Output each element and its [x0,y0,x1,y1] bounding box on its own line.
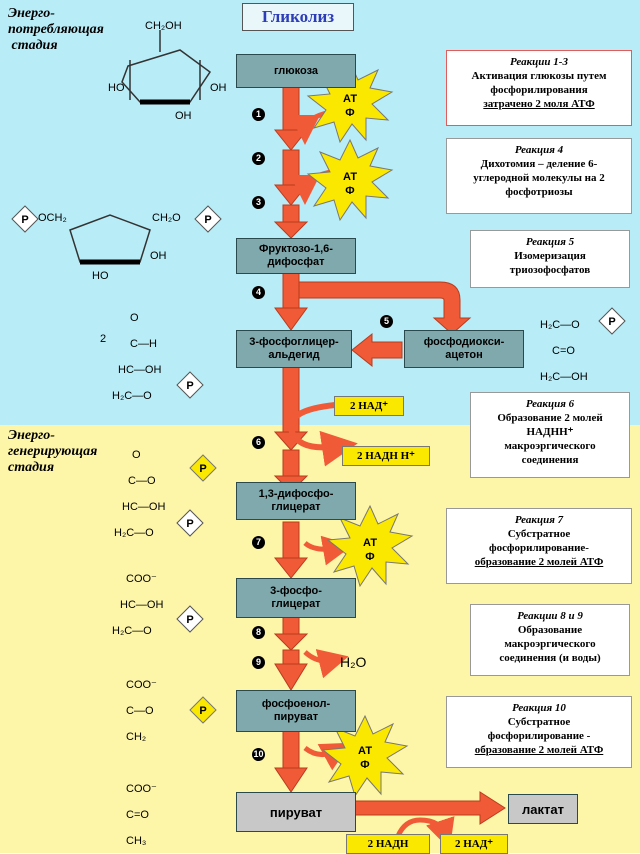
step-6: 6 [252,436,265,449]
bpg-structure: O C—O HC—OH H₂C—O [114,449,166,539]
dhap-structure: H₂C—O C=O H₂C—OH [540,319,588,383]
step-10: 10 [252,748,265,761]
pg3-structure: COO⁻ HC—OH H₂C—O [112,573,164,637]
stage-generating: Энерго- генерирующая стадия [8,428,98,475]
reaction-10-box: Реакция 10 Субстратное фосфорилирование … [446,696,632,768]
atp-star-2 [306,138,394,222]
nadh-bottom-badge: 2 НАДН [346,834,430,854]
reaction-4-box: Реакция 4 Дихотомия – деление 6- углерод… [446,138,632,214]
step-9: 9 [252,656,265,669]
atp-label-3: АТ Ф [362,537,378,563]
phosphate-label: P [21,214,28,226]
step-8: 8 [252,626,265,639]
atp-star-3 [326,504,414,588]
glucose-oh2: OH [175,110,192,122]
reaction-1-3-box: Реакции 1-3 Активация глюкозы путем фосф… [446,50,632,126]
glucose-structure [121,30,212,105]
glucose-box: глюкоза [236,54,356,88]
pyruvate-box: пируват [236,792,356,832]
step-7: 7 [252,536,265,549]
fbp-oh: OH [150,250,167,262]
svg-text:P: P [186,518,193,530]
bpg-box: 1,3-дифосфо- глицерат [236,482,356,520]
step-5: 5 [380,315,393,328]
stage-consuming: Энерго- потребляющая стадия [8,6,104,53]
pep-structure: COO⁻ C—O CH₂ [126,679,157,743]
atp-label-1: АТ Ф [342,93,358,119]
g3p-num: 2 [100,333,107,345]
pg3-box: 3-фосфо- глицерат [236,578,356,618]
reaction-7-box: Реакция 7 Субстратное фосфорилирование- … [446,508,632,584]
dhap-box: фосфодиокси- ацетон [404,330,524,368]
glucose-oh: OH [210,82,227,94]
fbp-box: Фруктозо-1,6- дифосфат [236,238,356,274]
g3p-structure: O C—H HC—OH H₂C—O [112,312,162,402]
g3p-box: 3-фосфоглицер- альдегид [236,330,352,368]
svg-text:P: P [199,463,206,475]
svg-text:P: P [204,214,211,226]
fbp-ch2o: CH₂O [152,212,181,224]
step-2: 2 [252,152,265,165]
fbp-och2: OCH₂ [38,212,67,224]
svg-text:P: P [186,614,193,626]
nad-in-badge: 2 НАД⁺ [334,396,404,416]
svg-text:P: P [186,380,193,392]
glucose-ch2oh: CH₂OH [145,20,182,32]
glucose-ho: HO [108,82,125,94]
lactate-box: лактат [508,794,578,824]
atp-label-2: АТ Ф [342,171,358,197]
fbp-structure [69,214,151,265]
pep-box: фосфоенол- пируват [236,690,356,732]
fbp-ho: HO [92,270,109,282]
phosphate-1 [11,205,39,233]
nadh-out-badge: 2 НАДН Н⁺ [342,446,430,466]
water-label: H₂O [340,654,367,670]
atp-label-4: АТ Ф [357,745,373,771]
nad-bottom-badge: 2 НАД⁺ [440,834,508,854]
page-title: Гликолиз [242,3,354,31]
step-3: 3 [252,196,265,209]
reaction-8-9-box: Реакции 8 и 9 Образование макроэргическо… [470,604,630,676]
reaction-5-box: Реакция 5 Изомеризация триозофосфатов [470,230,630,288]
reaction-6-box: Реакция 6 Образование 2 молей НАДНН⁺ мак… [470,392,630,478]
svg-text:P: P [199,705,206,717]
pyruvate-structure: COO⁻ C=O CH₃ [126,783,157,847]
svg-text:P: P [608,316,615,328]
step-1: 1 [252,108,265,121]
step-4: 4 [252,286,265,299]
atp-star-4 [321,714,409,798]
